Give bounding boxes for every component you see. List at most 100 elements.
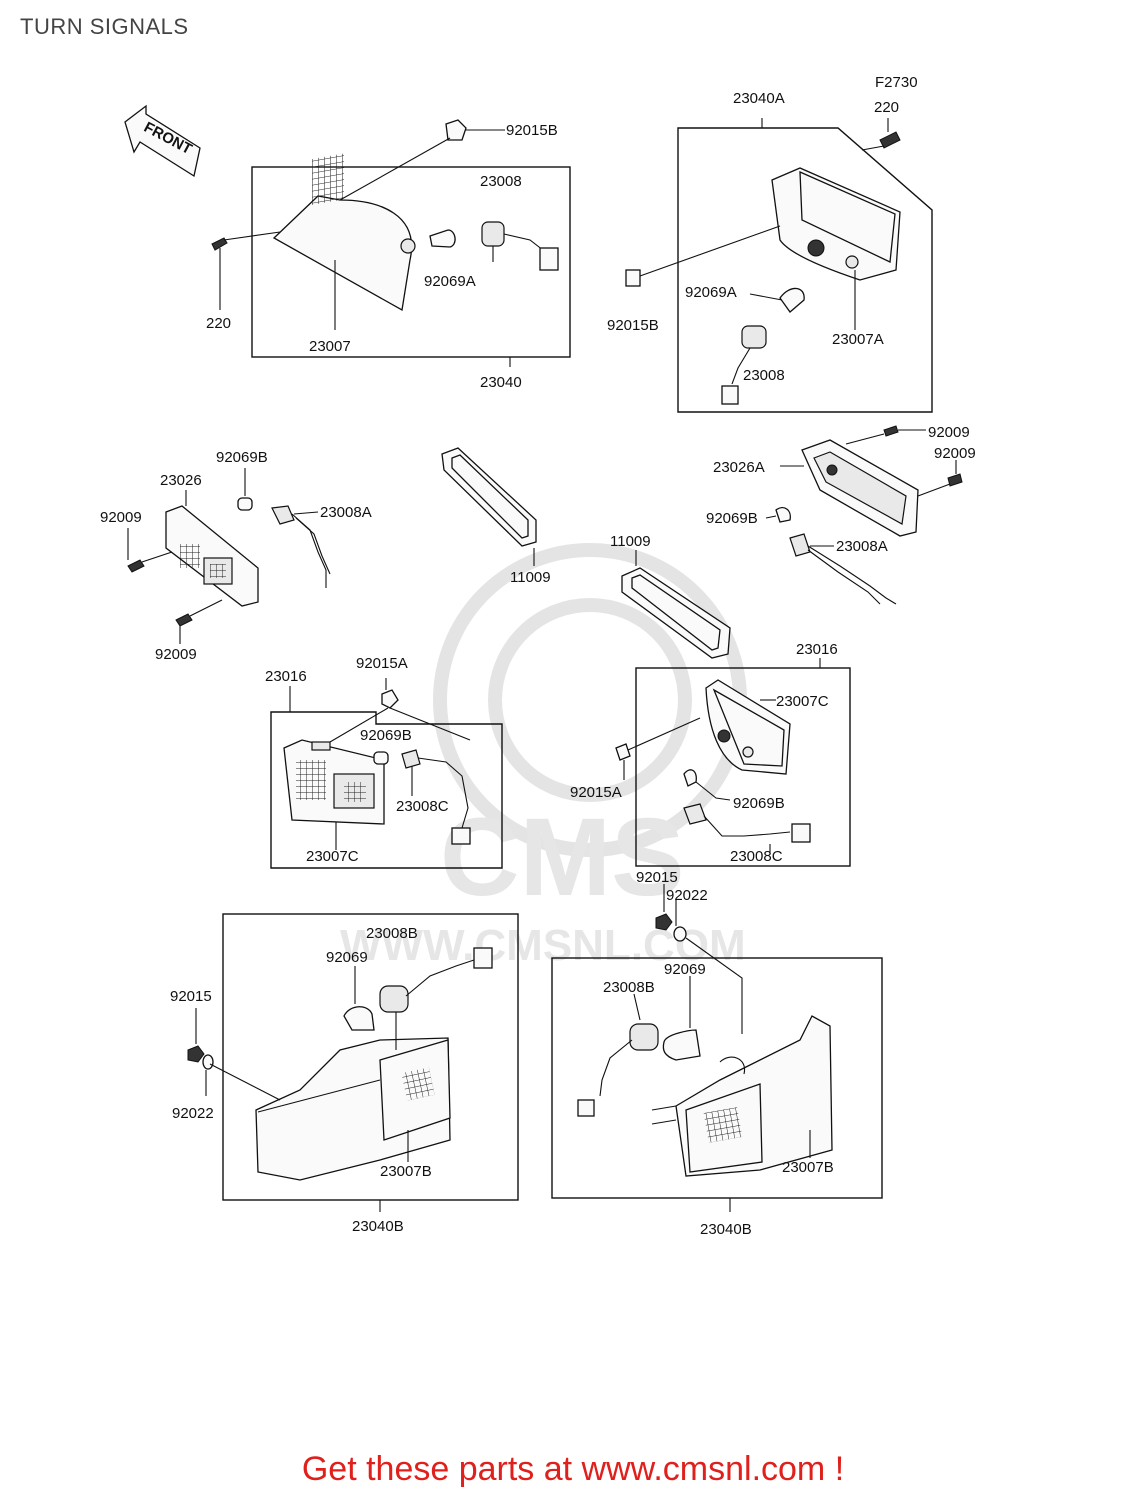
page-title: TURN SIGNALS <box>20 14 189 39</box>
bulb-92069B <box>373 751 389 765</box>
label-23040: 23040 <box>480 374 522 391</box>
label-23016: 23016 <box>796 641 838 658</box>
label-23040A: 23040A <box>733 90 785 107</box>
label-23008A: 23008A <box>320 504 372 521</box>
gasket-11009-left: 11009 <box>441 447 551 586</box>
parts-diagram: CMS WWW.CMSNL.COM FRONT F2730 92015B 230… <box>100 74 976 1238</box>
gasket-11009-right: 11009 <box>610 533 731 659</box>
group-box <box>270 711 503 869</box>
bulb-92069B <box>237 497 253 511</box>
label-23008A: 23008A <box>836 538 888 555</box>
label-92069A: 92069A <box>424 273 476 290</box>
socket-23008C <box>683 803 707 825</box>
label-92069B: 92069B <box>706 510 758 527</box>
label-92015B: 92015B <box>607 317 659 334</box>
label-23040B: 23040B <box>700 1221 752 1238</box>
label-92015B: 92015B <box>506 122 558 139</box>
socket-23008 <box>741 325 767 349</box>
label-23007: 23007 <box>309 338 351 355</box>
label-11009: 11009 <box>610 533 651 550</box>
label-92069B: 92069B <box>360 727 412 744</box>
label-92009: 92009 <box>934 445 976 462</box>
socket-23008B <box>379 985 409 1013</box>
label-92009: 92009 <box>155 646 197 663</box>
clip-92015B <box>445 119 467 141</box>
label-23008: 23008 <box>743 367 785 384</box>
bulb-92069 <box>662 1029 701 1061</box>
label-23008C: 23008C <box>396 798 449 815</box>
label-23007B: 23007B <box>782 1159 834 1176</box>
label-92009: 92009 <box>928 424 970 441</box>
washer-92022 <box>202 1054 214 1070</box>
group-box <box>251 166 571 358</box>
group-box <box>551 957 883 1199</box>
label-92069B: 92069B <box>216 449 268 466</box>
label-92015: 92015 <box>636 869 678 886</box>
clip-92015A <box>381 689 399 709</box>
assembly-23040B-left: 23008B 92069 92015 92022 23007B 23040B <box>170 913 519 1235</box>
nut-92015 <box>187 1045 205 1063</box>
label-23007B: 23007B <box>380 1163 432 1180</box>
label-23008B: 23008B <box>366 925 418 942</box>
lens-23026 <box>165 505 259 607</box>
label-92022: 92022 <box>666 887 708 904</box>
screw-92009 <box>127 559 145 573</box>
assembly-23040: 92015B 23008 92069A 220 23007 23040 <box>206 119 571 391</box>
assembly-23016-left: 23016 92015A 92069B 23008C 23007C <box>265 655 503 869</box>
socket-23008A <box>789 533 811 557</box>
label-92015: 92015 <box>170 988 212 1005</box>
socket-23008C <box>401 749 421 769</box>
bulb-92069 <box>343 1006 375 1031</box>
socket-23008B <box>629 1023 659 1051</box>
socket-23008A <box>271 505 295 525</box>
clip-92015B <box>625 269 641 287</box>
assembly-23040B-right: 92015 92022 92069 23008B 23007B 23040B <box>551 869 883 1238</box>
label-92069: 92069 <box>664 961 706 978</box>
bulb-92069A <box>779 287 805 313</box>
screw-92009 <box>947 473 963 487</box>
assembly-23040A: 23040A 220 92015B 92069A 23007A 23008 <box>607 90 933 413</box>
watermark-logo: CMS <box>440 796 684 919</box>
label-23016: 23016 <box>265 668 307 685</box>
assembly-23016-right: 23016 23007C 92015A 92069B 23008C <box>570 641 851 867</box>
washer-92022 <box>673 926 687 942</box>
screw-220 <box>879 131 901 149</box>
promo-link[interactable]: Get these parts at www.cmsnl.com ! <box>301 1450 845 1488</box>
group-box <box>677 127 933 413</box>
label-92009: 92009 <box>100 509 142 526</box>
label-23008B: 23008B <box>603 979 655 996</box>
assembly-23026A: 92009 23026A 92009 92069B 23008A <box>706 424 976 605</box>
watermark: CMS WWW.CMSNL.COM <box>340 543 747 970</box>
label-92069B: 92069B <box>733 795 785 812</box>
label-220: 220 <box>206 315 231 332</box>
screw-92009 <box>883 425 899 437</box>
label-220: 220 <box>874 99 899 116</box>
group-box <box>635 667 851 867</box>
bulb-92069B <box>775 506 791 523</box>
socket-23008 <box>481 221 505 247</box>
label-92015A: 92015A <box>356 655 408 672</box>
figure-code: F2730 <box>875 74 918 91</box>
label-23008C: 23008C <box>730 848 783 865</box>
label-23040B: 23040B <box>352 1218 404 1235</box>
clip-92015A <box>615 743 631 761</box>
front-arrow-icon: FRONT <box>124 104 201 178</box>
label-23007A: 23007A <box>832 331 884 348</box>
label-23026: 23026 <box>160 472 202 489</box>
lens-23007 <box>272 195 413 312</box>
screw-92009 <box>175 613 193 627</box>
group-box <box>222 913 519 1201</box>
label-11009: 11009 <box>510 569 551 586</box>
label-92022: 92022 <box>172 1105 214 1122</box>
label-92069: 92069 <box>326 949 368 966</box>
screw-220 <box>211 237 228 251</box>
nut-92015 <box>655 913 673 931</box>
bulb-92069B <box>683 769 697 787</box>
label-23007C: 23007C <box>776 693 829 710</box>
assembly-23026: 92069B 23026 92009 23008A 92009 <box>100 449 372 663</box>
label-92069A: 92069A <box>685 284 737 301</box>
label-23007C: 23007C <box>306 848 359 865</box>
label-23008: 23008 <box>480 173 522 190</box>
bulb-92069A <box>429 229 456 248</box>
label-23026A: 23026A <box>713 459 765 476</box>
